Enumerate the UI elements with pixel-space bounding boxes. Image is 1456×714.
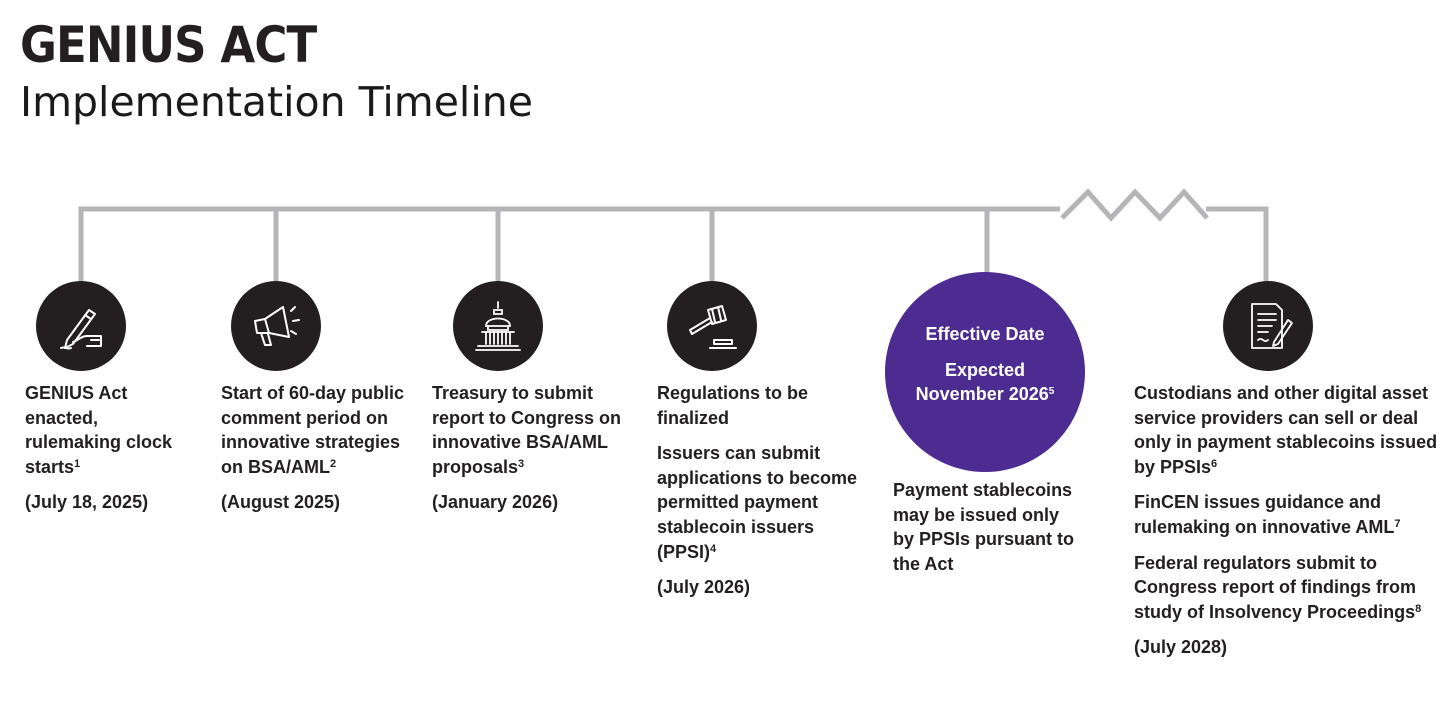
milestone-date: (July 18, 2025) — [25, 492, 149, 513]
milestone-date: (January 2026) — [432, 492, 559, 513]
milestone-description: GENIUS Act enacted, rulemaking clock sta… — [25, 383, 173, 477]
milestone-date: (July 2028) — [1134, 637, 1228, 658]
milestone-description: Treasury to submit report to Congress on… — [432, 383, 622, 477]
milestone-2-text: Start of 60-day public comment period on… — [221, 381, 406, 515]
capitol-icon — [453, 281, 543, 371]
document-signing-icon — [1223, 281, 1313, 371]
milestone-description-3: Federal regulators submit to Congress re… — [1134, 552, 1422, 622]
effective-date-label: Effective Date — [925, 324, 1045, 344]
milestone-6-text: Custodians and other digital asset servi… — [1134, 381, 1446, 660]
milestone-5-text: Payment stablecoins may be issued only b… — [893, 478, 1083, 576]
milestone-date: (July 2026) — [657, 577, 751, 598]
milestone-description: Start of 60-day public comment period on… — [221, 383, 405, 477]
milestone-description: Regulations to be finalized — [657, 383, 809, 428]
page-subtitle: Implementation Timeline — [20, 78, 533, 126]
gavel-icon — [667, 281, 757, 371]
effective-date-circle: Effective Date Expected November 20265 — [885, 272, 1085, 472]
milestone-description: Custodians and other digital asset servi… — [1134, 383, 1438, 477]
pen-signing-icon — [36, 281, 126, 371]
page-title: GENIUS ACT — [20, 16, 317, 74]
effective-date-value: November 20265 — [915, 384, 1055, 404]
megaphone-icon — [231, 281, 321, 371]
milestone-date: (August 2025) — [221, 492, 341, 513]
expected-label: Expected — [944, 360, 1026, 380]
milestone-description-2: Issuers can submit applications to becom… — [657, 443, 858, 562]
milestone-description: Payment stablecoins may be issued only b… — [893, 480, 1075, 574]
milestone-description-2: FinCEN issues guidance and rulemaking on… — [1134, 492, 1401, 537]
milestone-1-text: GENIUS Act enacted, rulemaking clock sta… — [25, 381, 195, 515]
milestone-4-text: Regulations to be finalized Issuers can … — [657, 381, 872, 600]
milestone-3-text: Treasury to submit report to Congress on… — [432, 381, 632, 515]
